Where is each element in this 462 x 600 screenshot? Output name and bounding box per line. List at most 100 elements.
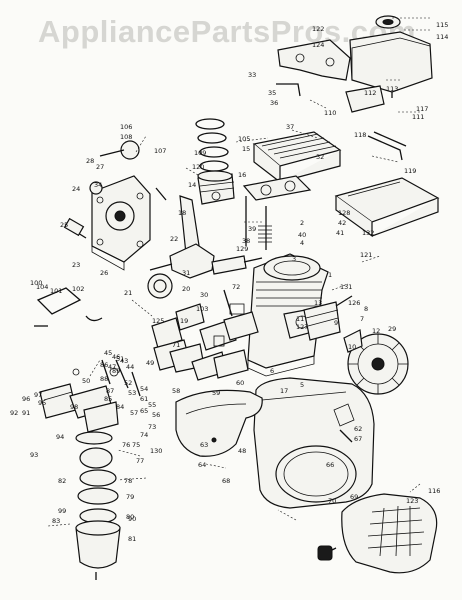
part-callout-132: 132 [362,229,375,237]
part-callout-123: 123 [406,497,419,505]
part-callout-41: 41 [336,229,345,237]
part-callout-70: 70 [328,497,337,505]
part-callout-108: 108 [120,133,133,141]
part-callout-58: 58 [172,387,181,395]
part-callout-28: 28 [86,157,95,165]
part-callout-92: 92 [10,409,19,417]
ignition-coil [303,295,353,341]
part-callout-80: 80 [126,513,135,521]
cam-gear [63,140,140,239]
part-callout-122: 122 [312,25,325,33]
part-callout-88: 88 [100,375,109,383]
part-callout-12: 12 [372,327,381,335]
part-callout-45: 45 [104,349,113,357]
part-callout-105: 105 [238,135,251,143]
part-callout-27: 27 [96,163,105,171]
part-callout-13: 13 [314,299,323,307]
air-baffle [175,389,263,457]
part-callout-67: 67 [354,435,363,443]
part-callout-124: 124 [312,41,325,49]
part-callout-50: 50 [82,377,91,385]
part-callout-36: 36 [270,99,279,107]
part-callout-68: 68 [222,477,231,485]
part-callout-6: 6 [270,367,275,375]
part-callout-125: 125 [152,317,165,325]
part-callout-53: 53 [128,389,137,397]
part-callout-78: 78 [124,477,133,485]
part-callout-118: 118 [354,131,367,139]
part-callout-100: 100 [30,279,43,287]
part-callout-20: 20 [182,285,191,293]
part-callout-14: 14 [188,181,197,189]
part-callout-98: 98 [70,403,79,411]
part-callout-82: 82 [58,477,67,485]
flywheel [343,329,409,395]
part-callout-44: 44 [126,363,135,371]
leader-lines [47,17,430,527]
part-callout-56: 56 [152,411,161,419]
part-callout-52: 52 [124,379,133,387]
part-callout-51: 51 [116,355,125,363]
part-callout-127: 127 [296,323,309,331]
part-callout-111: 111 [412,113,425,121]
part-callout-71: 71 [172,341,181,349]
part-callout-91: 91 [22,409,31,417]
part-callout-40: 40 [298,231,307,239]
part-callout-89: 89 [112,367,121,375]
part-callout-59: 59 [212,389,221,397]
part-callout-66: 66 [326,461,335,469]
air-filter-element [334,177,440,238]
part-callout-85: 85 [104,395,113,403]
part-callout-47: 47 [108,363,117,371]
part-callout-23: 23 [72,261,81,269]
bracket-top [276,39,351,97]
part-callout-74: 74 [140,431,149,439]
part-callout-5: 5 [300,381,305,389]
part-callout-4: 4 [300,239,305,247]
part-callout-62: 62 [354,425,363,433]
part-callout-8: 8 [364,305,369,313]
part-callout-17: 17 [280,387,289,395]
part-callout-18: 18 [178,209,187,217]
part-callout-37: 37 [286,123,295,131]
part-callout-69: 69 [350,493,359,501]
part-callout-63: 63 [200,441,209,449]
engine-block [247,253,329,377]
part-callout-76: 76 [122,441,131,449]
part-callout-26: 26 [100,269,109,277]
part-callout-84: 84 [116,403,125,411]
rewind-starter [317,493,438,574]
part-callout-86: 86 [100,361,109,369]
crankshaft [147,243,263,299]
part-callout-106: 106 [120,123,133,131]
part-callout-87: 87 [106,387,115,395]
part-callout-30: 30 [200,291,209,299]
part-callout-97: 97 [34,391,43,399]
part-callout-79: 79 [126,493,135,501]
part-callout-73: 73 [148,423,157,431]
part-callout-2: 2 [300,219,305,227]
part-callout-10: 10 [348,343,357,351]
part-callout-35: 35 [268,89,277,97]
part-callout-121: 121 [360,251,373,259]
part-callout-103: 103 [196,305,209,313]
part-callout-38: 38 [242,237,251,245]
part-callout-114: 114 [436,33,449,41]
part-callout-109: 109 [194,149,207,157]
part-callout-9: 9 [334,319,339,327]
part-callout-107: 107 [154,147,167,155]
part-callout-101: 101 [50,287,63,295]
part-callout-43: 43 [120,357,129,365]
part-callout-104: 104 [36,283,49,291]
piston [197,170,235,205]
part-callout-19: 19 [180,317,189,325]
part-callout-112: 112 [364,89,377,97]
part-callout-48: 48 [238,447,247,455]
part-callout-129: 129 [236,245,249,253]
part-callout-131: 131 [340,283,353,291]
gaskets-spacers [151,303,259,381]
part-callout-126: 126 [348,299,361,307]
part-callout-117: 117 [416,105,429,113]
